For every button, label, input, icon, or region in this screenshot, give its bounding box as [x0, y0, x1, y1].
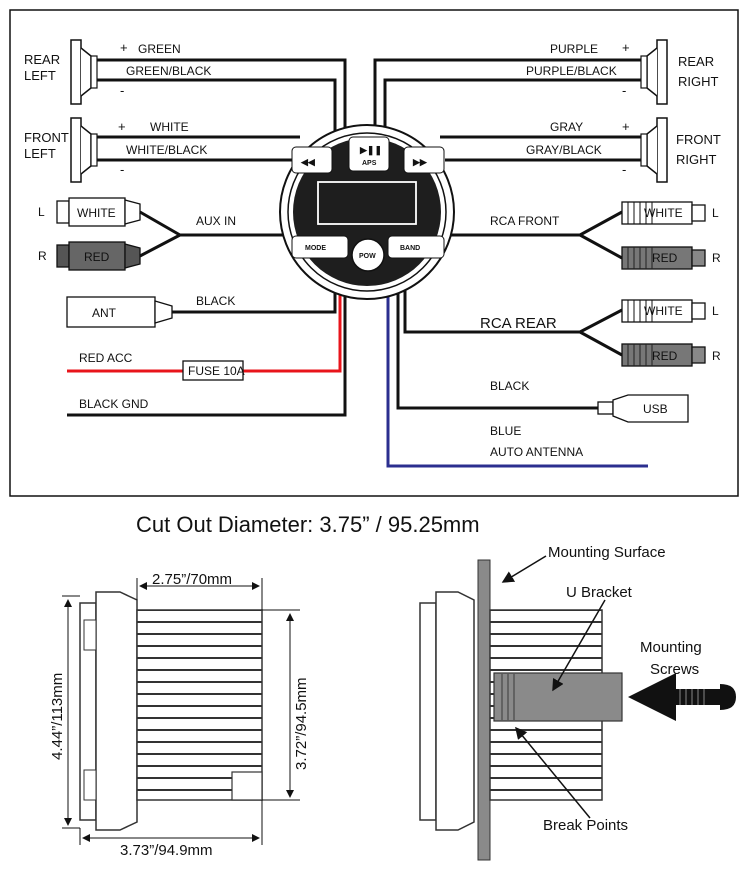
auto-antenna-label: AUTO ANTENNA: [490, 445, 583, 459]
speaker-icon-rear-left: [70, 39, 98, 105]
rca-front-l: L: [712, 206, 719, 220]
next-button: [403, 146, 445, 174]
rca-front-harness: [440, 201, 706, 270]
acc-wire-label: RED ACC: [79, 351, 133, 365]
aps-label: APS: [362, 160, 377, 167]
mounting-surface-panel: [477, 559, 491, 861]
aux-l-label: L: [38, 205, 45, 219]
band-button: [387, 235, 445, 259]
head-unit-face: [279, 124, 455, 300]
rca-rear-red-label: RED: [652, 349, 678, 363]
rear-right-wire-neg: PURPLE/BLACK: [526, 64, 617, 78]
band-label: BAND: [400, 245, 420, 252]
play-button: [348, 136, 390, 172]
rca-rear-l: L: [712, 304, 719, 318]
mounting-screws-label-1: Mounting: [640, 639, 702, 656]
aux-r-label: R: [38, 249, 47, 263]
lcd-display: [317, 181, 417, 225]
mode-label: MODE: [305, 245, 326, 252]
front-right-wire-neg: GRAY/BLACK: [526, 143, 602, 157]
play-pause-icon: ▶❚❚: [359, 145, 382, 156]
wiring-panel-frame: [9, 9, 739, 497]
gnd-wire: [67, 285, 347, 417]
cutout-title: Cut Out Diameter: 3.75” / 95.25mm: [136, 512, 480, 537]
fuse-holder: [182, 360, 244, 381]
rear-right-label-2: RIGHT: [678, 74, 719, 89]
aux-white-plug-label: WHITE: [77, 206, 116, 220]
prev-icon: ◀◀: [300, 157, 316, 167]
blue-wire-label: BLUE: [490, 424, 521, 438]
rear-left-minus: -: [120, 83, 124, 98]
body-diameter-dimension: 3.72”/94.5mm: [293, 677, 310, 770]
front-right-plus: +: [622, 119, 630, 134]
aux-in-label: AUX IN: [196, 214, 236, 228]
rca-rear-harness: [403, 285, 706, 367]
rca-rear-label: RCA REAR: [480, 315, 557, 332]
rear-left-plus: +: [120, 40, 128, 55]
front-right-label-1: FRONT: [676, 132, 721, 147]
rear-right-label-1: REAR: [678, 54, 714, 69]
rca-front-red-label: RED: [652, 251, 678, 265]
front-left-minus: -: [120, 162, 124, 177]
front-left-plus: +: [118, 119, 126, 134]
aux-in-harness: [56, 197, 295, 271]
rca-rear-white-label: WHITE: [644, 304, 683, 318]
gnd-wire-label: BLACK GND: [79, 397, 149, 411]
prev-button: [291, 146, 333, 174]
rca-front-label: RCA FRONT: [490, 214, 560, 228]
depth-dimension: 2.75”/70mm: [152, 571, 232, 588]
rca-rear-r: R: [712, 349, 721, 363]
rca-front-r: R: [712, 251, 721, 265]
ant-plug-label: ANT: [92, 306, 117, 320]
pow-label: POW: [359, 253, 376, 260]
side-view-dimensions: [62, 578, 300, 845]
front-right-wire-pos: GRAY: [550, 120, 583, 134]
mounting-screw-icon: [670, 684, 736, 710]
speaker-icon-front-left: [70, 117, 98, 183]
pow-button: [351, 238, 385, 272]
width-dimension: 3.73”/94.9mm: [120, 842, 213, 859]
rca-front-white-label: WHITE: [644, 206, 683, 220]
height-dimension: 4.44”/113mm: [49, 673, 66, 760]
rear-left-wire-pos: GREEN: [138, 42, 181, 56]
front-left-wire-neg: WHITE/BLACK: [126, 143, 207, 157]
rear-right-minus: -: [622, 83, 626, 98]
ant-harness: [66, 285, 337, 328]
speaker-icon-front-right: [640, 117, 668, 183]
rear-right-plus: +: [622, 40, 630, 55]
aux-red-plug-label: RED: [84, 250, 110, 264]
front-left-wire-pos: WHITE: [150, 120, 189, 134]
rear-left-wire-neg: GREEN/BLACK: [126, 64, 211, 78]
rear-right-wire-pos: PURPLE: [550, 42, 598, 56]
rear-left-label-2: LEFT: [24, 68, 56, 83]
mode-button: [291, 235, 349, 259]
mounting-surface-label: Mounting Surface: [548, 544, 666, 561]
break-points-label: Break Points: [543, 817, 628, 834]
mounting-view: [419, 555, 736, 861]
rear-left-label-1: REAR: [24, 52, 60, 67]
fuse-label: FUSE 10A: [188, 364, 245, 378]
front-right-minus: -: [622, 162, 626, 177]
front-left-label-2: LEFT: [24, 146, 56, 161]
usb-harness: [396, 285, 689, 423]
u-bracket-label: U Bracket: [566, 584, 633, 601]
acc-wire: [67, 285, 342, 381]
blue-antenna-wire: [386, 285, 648, 468]
speaker-icon-rear-right: [640, 39, 668, 105]
front-right-label-2: RIGHT: [676, 152, 717, 167]
usb-plug-label: USB: [643, 402, 668, 416]
ant-wire-label: BLACK: [196, 294, 235, 308]
next-icon: ▶▶: [412, 157, 428, 167]
usb-wire-label: BLACK: [490, 379, 529, 393]
mounting-screws-label-2: Screws: [650, 661, 699, 678]
front-left-label-1: FRONT: [24, 130, 69, 145]
speaker-wires: [97, 58, 641, 162]
